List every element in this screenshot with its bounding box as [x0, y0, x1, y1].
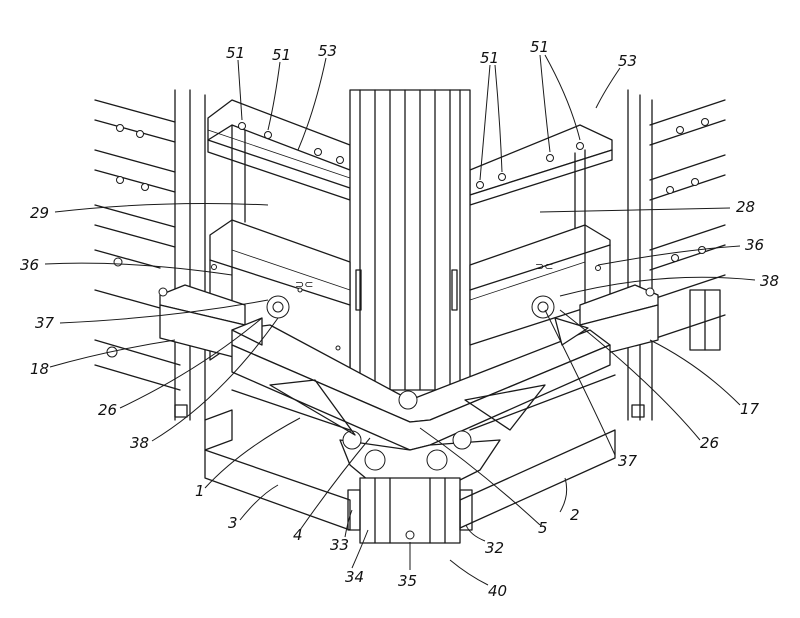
svg-text:⊃⊂: ⊃⊂ [295, 278, 313, 291]
left-background-frame [94, 89, 206, 421]
label-36-left: 36 [20, 256, 39, 274]
label-51-c: 51 [480, 49, 499, 67]
label-36-right: 36 [745, 236, 764, 254]
label-40: 40 [488, 582, 507, 600]
label-3: 3 [228, 514, 238, 532]
label-51-d: 51 [530, 38, 549, 56]
svg-text:⊃⊂: ⊃⊂ [535, 260, 553, 273]
label-5: 5 [538, 519, 548, 537]
reference-numerals: 51 51 53 51 51 53 29 28 36 36 38 37 18 2… [20, 38, 779, 600]
left-top-rail [207, 99, 351, 201]
label-2: 2 [570, 506, 580, 524]
label-51-b: 51 [272, 46, 291, 64]
label-53-b: 53 [618, 52, 637, 70]
right-top-rail [469, 124, 613, 206]
label-17: 17 [740, 400, 760, 418]
label-51-a: 51 [226, 44, 245, 62]
label-1: 1 [195, 482, 205, 500]
label-4: 4 [293, 526, 303, 544]
label-35: 35 [398, 572, 417, 590]
right-panel-block: ⊃⊂ [469, 149, 611, 346]
right-background-frame [627, 89, 726, 421]
left-bracket [158, 284, 246, 361]
corner-plate [231, 295, 611, 491]
label-33: 33 [330, 536, 349, 554]
label-34: 34 [345, 568, 364, 586]
central-column [349, 89, 471, 391]
leader-lines [44, 54, 756, 586]
label-26-right: 26 [700, 434, 719, 452]
label-18: 18 [30, 360, 49, 378]
label-32: 32 [485, 539, 504, 557]
label-26-left: 26 [98, 401, 117, 419]
label-28: 28 [736, 198, 755, 216]
label-38-left: 38 [130, 434, 149, 452]
label-37-right: 37 [618, 452, 638, 470]
label-53-a: 53 [318, 42, 337, 60]
label-29: 29 [30, 204, 49, 222]
label-37-left: 37 [35, 314, 55, 332]
label-38-right-top: 38 [760, 272, 779, 290]
